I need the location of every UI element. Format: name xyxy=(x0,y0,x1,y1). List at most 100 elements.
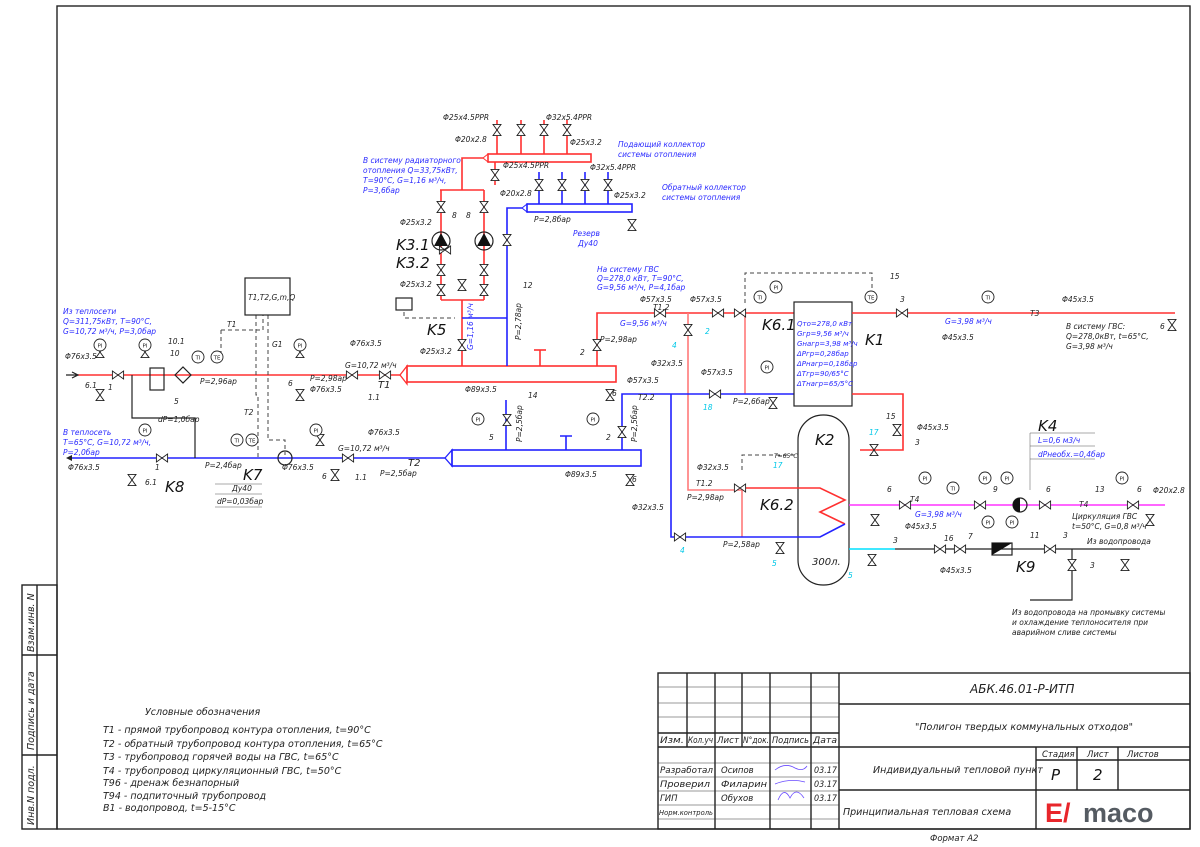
position-number: 9 xyxy=(993,485,998,494)
valve-icon xyxy=(295,388,305,402)
tb-name: Обухов xyxy=(721,794,753,804)
k7-dp: dP=0,03бар xyxy=(217,497,263,506)
return-collector-label-2: системы отопления xyxy=(662,193,741,202)
pipe-size: Φ89x3.5 xyxy=(565,470,597,479)
ti-gauge-label: TI xyxy=(234,439,240,445)
format-label: Формат А2 xyxy=(930,834,978,844)
ti-gauge-icon xyxy=(753,290,767,304)
heat-meter-box xyxy=(244,277,291,316)
valve-icon xyxy=(673,532,687,542)
tb-header: N°док. xyxy=(743,736,769,746)
position-number: 6.1 xyxy=(145,478,157,487)
pipe-size: Φ20x2.8 xyxy=(500,189,532,198)
sheet-value: 2 xyxy=(1093,766,1103,784)
te-gauge-icon xyxy=(245,433,259,447)
position-number: 5 xyxy=(848,571,853,580)
heat-exchanger-k1 xyxy=(793,301,853,407)
position-number: 14 xyxy=(528,391,538,400)
te-gauge-icon xyxy=(210,350,224,364)
legend-item: T3 - трубопровод горячей воды на ГВС, t=… xyxy=(103,752,339,763)
pi-gauge-icon xyxy=(93,338,107,352)
pressure-label: P=2,96ар xyxy=(200,377,237,386)
legend-item: T1 - прямой трубопровод контура отоплени… xyxy=(103,725,371,736)
valve-icon xyxy=(378,370,392,380)
side-stamp-inventory: Инв.N подл. xyxy=(26,765,37,825)
return-header xyxy=(451,449,642,467)
legend-item: T2 - обратный трубопровод контура отопле… xyxy=(103,739,383,750)
pipe-size: Φ32x5.4PPR xyxy=(590,163,636,172)
drawing-frame xyxy=(56,5,1191,830)
circulation-label: Циркуляция ГВС xyxy=(1072,512,1138,521)
pi-gauge-label: PI xyxy=(765,366,770,372)
position-number: 6 xyxy=(1046,485,1051,494)
tag-k9: K9 xyxy=(1016,558,1035,576)
from-network-label: Из теплосети xyxy=(63,307,116,316)
object-name: Индивидуальный тепловой пункт xyxy=(873,765,1043,776)
from-network-params: Q=311,75кВт, T=90°C, xyxy=(63,317,152,326)
position-number: 1 xyxy=(108,383,113,392)
tb-name: Филарин xyxy=(721,780,767,790)
valve-icon xyxy=(557,178,567,192)
pipe-size: Φ57x3.5 xyxy=(690,295,722,304)
pi-gauge-icon xyxy=(1115,471,1129,485)
valve-icon xyxy=(1067,558,1077,572)
return-collector xyxy=(526,203,633,213)
line-tag: T1.2 xyxy=(696,479,713,488)
pi-gauge-label: PI xyxy=(1010,521,1015,527)
k1-param: ΔPнагр=0,18бар xyxy=(796,360,858,368)
ti-gauge-icon xyxy=(981,290,995,304)
position-number: 3 xyxy=(1090,561,1095,570)
position-number: 4 xyxy=(680,546,685,555)
filter-icon xyxy=(149,367,165,391)
valve-icon xyxy=(870,513,880,527)
valve-icon xyxy=(436,263,446,277)
line-tag: T2 xyxy=(244,408,254,417)
pipe-size: Φ76x3.5 xyxy=(68,463,100,472)
valve-icon xyxy=(457,278,467,292)
position-number: 6.1 xyxy=(85,381,97,390)
side-stamp-signature: Подпись и дата xyxy=(26,671,37,750)
position-number: 12 xyxy=(523,281,533,290)
tb-name: Осипов xyxy=(721,766,754,776)
valve-icon xyxy=(95,388,105,402)
legend-item: T4 - трубопровод циркуляционный ГВС, t=5… xyxy=(103,766,342,777)
valve-icon xyxy=(625,473,635,487)
return-collector-label: Обратный коллектор xyxy=(662,183,746,192)
doc-code: АБК.46.01-Р-ИТП xyxy=(969,682,1074,696)
valve-icon xyxy=(127,473,137,487)
position-number: 6 xyxy=(322,472,327,481)
valve-icon xyxy=(345,370,359,380)
line-tag: T2.2 xyxy=(638,393,655,402)
position-number: 6 xyxy=(887,485,892,494)
valve-icon xyxy=(617,425,627,439)
tb-date: 03.17 xyxy=(814,766,838,776)
supply-collector-label-2: системы отопления xyxy=(618,150,697,159)
valve-icon xyxy=(869,443,879,457)
pi-gauge-icon xyxy=(769,280,783,294)
pipe-size: Φ57x3.5 xyxy=(627,376,659,385)
position-number: 2 xyxy=(606,433,611,442)
flow-label: G=3,98 м³/ч xyxy=(945,317,992,326)
pipe-size: Φ32x5.4PPR xyxy=(546,113,592,122)
side-stamp-replaced: Взам.инв. N xyxy=(26,593,37,652)
ti-gauge-label: TI xyxy=(985,296,991,302)
valve-icon xyxy=(898,500,912,510)
pipe-size: Φ32x3.5 xyxy=(697,463,729,472)
position-number: 1.1 xyxy=(355,473,367,482)
to-network-pressure: P=2,0бар xyxy=(63,448,100,457)
position-number: 5 xyxy=(489,433,494,442)
valve-icon xyxy=(580,178,590,192)
valve-icon xyxy=(708,389,722,399)
gvs-out-params: Q=278,0кВт, t=65°C, xyxy=(1066,332,1149,341)
valve-icon xyxy=(627,218,637,232)
flow-meter-k7-icon xyxy=(277,450,293,466)
pressure-label: P=2,58ар xyxy=(723,540,760,549)
tag-k8: K8 xyxy=(165,478,184,496)
pipe-size: Φ57x3.5 xyxy=(701,368,733,377)
pipe-size: Φ76x3.5 xyxy=(65,352,97,361)
pi-gauge-label: PI xyxy=(1005,477,1010,483)
pi-gauge-icon xyxy=(309,423,323,437)
pipe-radiator-return xyxy=(462,207,522,366)
gvs-out-flow: G=3,98 м³/ч xyxy=(1066,342,1113,351)
pressure-label: P=2,4бар xyxy=(205,461,242,470)
